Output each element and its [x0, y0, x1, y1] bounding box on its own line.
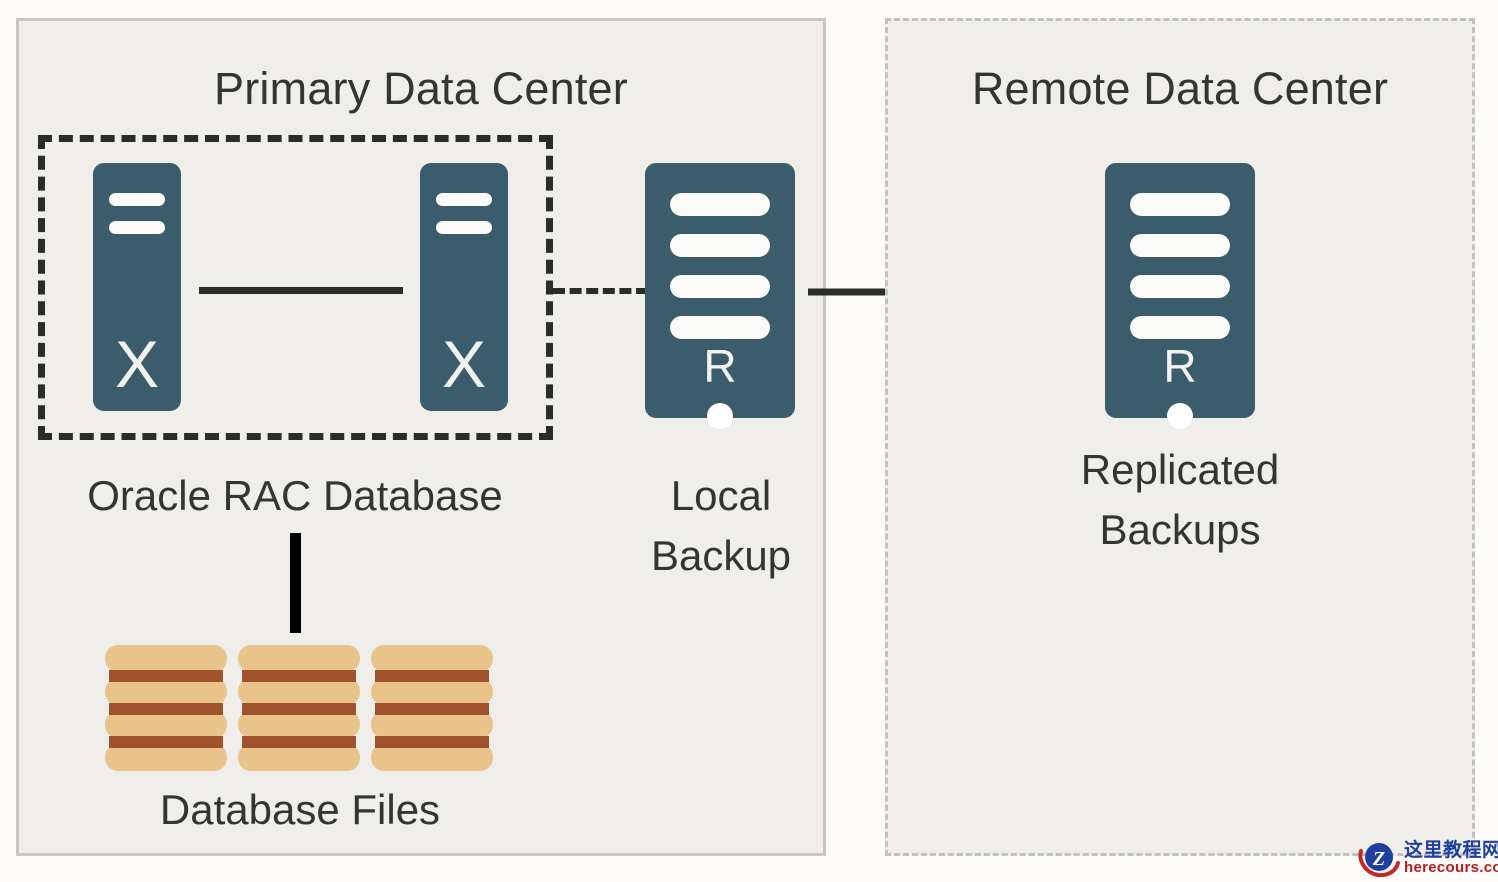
oracle-rac-database-label: Oracle RAC Database [87, 472, 503, 519]
database-files-disk-stack [371, 645, 493, 771]
rac-to-local-backup-dashed-link [553, 288, 648, 294]
replicated-backup-letter: R [1163, 340, 1197, 392]
rac-interconnect-line [199, 287, 403, 294]
disk-seam [242, 703, 356, 715]
replicated-backup-server-icon[interactable]: R [1105, 163, 1255, 429]
disk-platter [105, 744, 227, 771]
server-bar [436, 193, 492, 206]
watermark-text-en: herecours.com [1404, 859, 1498, 876]
disk-seam [109, 670, 223, 682]
server-bar [670, 234, 770, 257]
rac-to-database-files-connector [290, 533, 301, 633]
rac-node-1-letter: X [114, 327, 160, 401]
rac-node-1-server-icon[interactable]: X [93, 163, 181, 411]
local-backup-label: Local Backup [650, 472, 792, 579]
disk-platter [105, 645, 227, 672]
server-bar [670, 193, 770, 216]
watermark: Z 这里教程网 herecours.com [1356, 833, 1498, 881]
database-files-disk-stack [238, 645, 360, 771]
disk-platter [238, 645, 360, 672]
replicated-backups-label: Replicated Backups [1080, 446, 1280, 553]
disk-seam [242, 736, 356, 748]
server-bar [1130, 316, 1230, 339]
watermark-logo-letter: Z [1372, 848, 1385, 870]
disk-seam [242, 670, 356, 682]
disk-seam [109, 736, 223, 748]
disk-platter [238, 744, 360, 771]
server-bar [1130, 193, 1230, 216]
disk-platter [105, 678, 227, 705]
disk-platter [371, 744, 493, 771]
disk-seam [375, 703, 489, 715]
status-dot-icon [1167, 403, 1193, 429]
database-files-label: Database Files [159, 786, 441, 833]
watermark-text-cn: 这里教程网 [1404, 840, 1498, 861]
database-files-disk-stack [105, 645, 227, 771]
server-bar [670, 275, 770, 298]
disk-platter [105, 711, 227, 738]
disk-platter [238, 678, 360, 705]
disk-platter [371, 711, 493, 738]
disk-seam [375, 736, 489, 748]
server-bar [436, 221, 492, 234]
disk-platter [238, 711, 360, 738]
remote-data-center-title: Remote Data Center [971, 63, 1389, 114]
server-bar [109, 221, 165, 234]
watermark-logo-icon: Z [1358, 843, 1400, 878]
server-bar [1130, 234, 1230, 257]
disk-platter [371, 645, 493, 672]
remote-data-center-panel: Remote Data Center [885, 18, 1475, 856]
status-dot-icon [707, 403, 733, 429]
disk-platter [371, 678, 493, 705]
disk-seam [375, 670, 489, 682]
disk-seam [109, 703, 223, 715]
rac-node-2-letter: X [441, 327, 487, 401]
server-bar [670, 316, 770, 339]
server-bar [1130, 275, 1230, 298]
local-backup-server-icon[interactable]: R [645, 163, 795, 429]
local-backup-letter: R [703, 340, 737, 392]
rac-node-2-server-icon[interactable]: X [420, 163, 508, 411]
server-bar [109, 193, 165, 206]
rac-cluster-boundary [38, 135, 553, 440]
primary-data-center-title: Primary Data Center [214, 63, 628, 114]
